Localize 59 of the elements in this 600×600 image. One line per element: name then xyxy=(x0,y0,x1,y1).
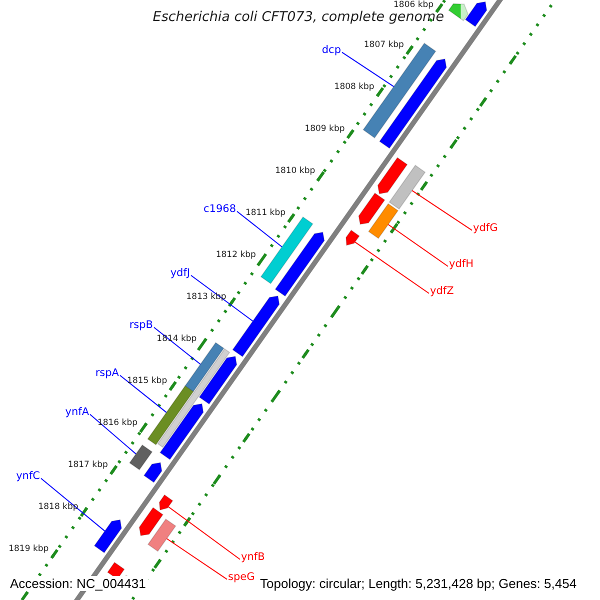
gene-label: speG xyxy=(228,572,255,582)
tick-label: 1809 kbp xyxy=(304,125,345,134)
leader-line xyxy=(236,210,282,248)
leader-line xyxy=(190,274,254,322)
gene-feature xyxy=(260,216,314,284)
leader-line xyxy=(120,374,167,413)
leader-line xyxy=(354,242,430,294)
gene-feature xyxy=(147,385,194,446)
gene-label: ydfH xyxy=(449,259,474,270)
gene-feature xyxy=(94,519,122,554)
gene-feature xyxy=(138,506,164,536)
gene-feature xyxy=(158,494,174,511)
gene-feature xyxy=(184,342,224,392)
gene-label: c1968 xyxy=(204,204,236,214)
gene-label: rspA xyxy=(95,368,119,378)
leader-line xyxy=(342,52,394,88)
gene-label: dcp xyxy=(322,45,341,56)
leader-line xyxy=(388,224,448,267)
gene-feature xyxy=(345,230,360,246)
leader-line xyxy=(154,326,201,365)
gene-feature xyxy=(128,444,153,470)
gene-feature xyxy=(358,192,386,225)
leader-line xyxy=(168,506,240,560)
gene-label: ynfB xyxy=(241,552,265,562)
gene-label: rspB xyxy=(129,320,153,330)
gene-label: ynfC xyxy=(16,471,40,482)
gene-feature xyxy=(274,232,325,297)
gene-label: ydfZ xyxy=(430,286,454,296)
gene-feature xyxy=(464,1,488,28)
gene-feature xyxy=(368,203,399,240)
leader-line xyxy=(40,478,106,532)
gene-feature xyxy=(377,156,408,194)
genome-stats-text: Topology: circular; Length: 5,231,428 bp; Genes: 5,454 xyxy=(258,576,579,591)
tick-label: 1810 kbp xyxy=(275,167,316,176)
tick-label: 1807 kbp xyxy=(364,41,404,50)
tick-label: 1811 kbp xyxy=(245,209,286,218)
gene-label: ynfA xyxy=(65,407,89,418)
leader-line xyxy=(166,538,228,580)
gene-feature xyxy=(388,164,426,210)
gene-feature xyxy=(232,295,280,358)
accession-text: Accession: NC_004431 xyxy=(8,576,148,591)
gene-feature xyxy=(143,462,162,484)
leader-line xyxy=(90,414,136,454)
tick-label: 1808 kbp xyxy=(334,83,374,92)
gene-label: ydfG xyxy=(473,223,498,234)
tick-label: 1817 kbp xyxy=(68,460,108,470)
tick-label: 1816 kbp xyxy=(97,418,138,428)
gene-feature xyxy=(147,518,176,552)
gene-feature xyxy=(378,58,447,149)
title: Escherichia coli CFT073, complete genome xyxy=(152,11,444,24)
tick-label: 1812 kbp xyxy=(216,250,256,260)
leader-line xyxy=(412,190,472,231)
gene-feature xyxy=(159,403,204,460)
gene-feature xyxy=(448,3,469,22)
tick-label: 1815 kbp xyxy=(127,376,168,386)
gene-label: ydfJ xyxy=(170,268,190,278)
tick-label: 1819 kbp xyxy=(8,544,49,554)
tick-label: 1806 kbp xyxy=(394,1,434,10)
gene-feature xyxy=(198,356,238,405)
